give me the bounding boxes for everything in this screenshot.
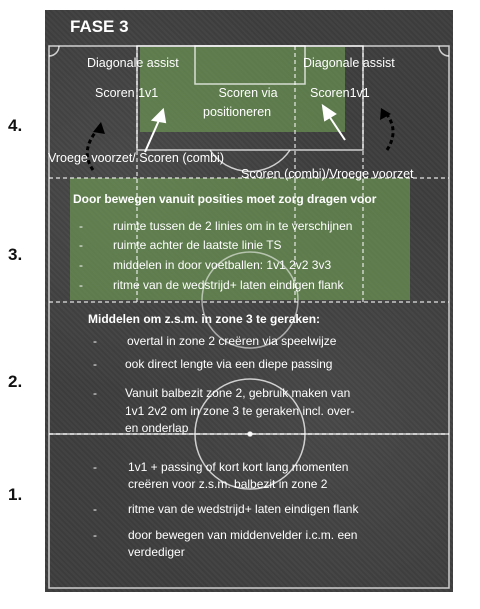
zone2-item-4: 1v1 2v2 om in zone 3 te geraken incl. ov… bbox=[125, 404, 355, 418]
zone1-bullet-2: - bbox=[93, 502, 97, 516]
zone2-bullet-1: - bbox=[93, 334, 97, 348]
zone3-heading: Door bewegen vanuit posities moet zorg d… bbox=[73, 192, 377, 206]
zone2-item-5: en onderlap bbox=[125, 421, 189, 435]
zone3-bullet-3: - bbox=[79, 258, 83, 272]
zone3-bullet-1: - bbox=[79, 219, 83, 233]
zone1-bullet-1: - bbox=[93, 460, 97, 474]
zone1-bullet-3: - bbox=[93, 528, 97, 542]
football-pitch: FASE 3 Diagonale assist Diagonale assist… bbox=[45, 10, 453, 592]
zone2-bullet-2: - bbox=[93, 357, 97, 371]
right-score-1v1-label: Scoren1v1 bbox=[310, 86, 370, 100]
zone2-bullet-3: - bbox=[93, 386, 97, 400]
zone1-item-2: creëren voor z.s.m. balbezit in zone 2 bbox=[128, 477, 328, 491]
pitch-markings bbox=[48, 45, 450, 589]
zone-number-1: 1. bbox=[8, 485, 23, 504]
right-early-cross-label: Scoren (combi)/Vroege voorzet bbox=[241, 167, 414, 181]
zone-number-4: 4. bbox=[8, 116, 23, 135]
zone1-item-4: door bewegen van middenvelder i.c.m. een bbox=[128, 528, 358, 542]
left-score-1v1-label: Scoren 1v1 bbox=[95, 86, 159, 100]
zone1-item-3: ritme van de wedstrijd+ laten eindigen f… bbox=[128, 502, 359, 516]
center-score-line1: Scoren via bbox=[218, 86, 278, 100]
zone3-highlight bbox=[70, 178, 410, 300]
zone1-item-5: verdediger bbox=[128, 545, 185, 559]
left-diagonal-assist-label: Diagonale assist bbox=[87, 56, 179, 70]
zone2-item-3: Vanuit balbezit zone 2, gebruik maken va… bbox=[125, 386, 351, 400]
zone-number-2: 2. bbox=[8, 372, 23, 391]
right-diagonal-assist-label: Diagonale assist bbox=[303, 56, 395, 70]
zone3-bullet-4: - bbox=[79, 278, 83, 292]
zone2-item-2: ook direct lengte via een diepe passing bbox=[125, 357, 333, 371]
left-early-cross-label: Vroege voorzet/ Scoren (combi) bbox=[48, 151, 225, 165]
zone3-item-2: ruimte achter de laatste linie TS bbox=[113, 238, 282, 252]
center-score-line2: positioneren bbox=[203, 105, 272, 119]
zone-number-3: 3. bbox=[8, 245, 23, 264]
zone3-item-4: ritme van de wedstrijd+ laten eindigen f… bbox=[113, 278, 344, 292]
zone2-item-1: overtal in zone 2 creëren via speelwijze bbox=[127, 334, 337, 348]
zone3-bullet-2: - bbox=[79, 238, 83, 252]
zone3-item-1: ruimte tussen de 2 linies om in te versc… bbox=[113, 219, 353, 233]
zone3-item-3: middelen in door voetballen: 1v1 2v2 3v3 bbox=[113, 258, 332, 272]
zone1-item-1: 1v1 + passing of kort kort lang momenten bbox=[128, 460, 349, 474]
zone4-center-highlight bbox=[140, 47, 345, 132]
zone2-heading: Middelen om z.s.m. in zone 3 te geraken: bbox=[88, 312, 321, 326]
phase-title: FASE 3 bbox=[70, 17, 129, 36]
